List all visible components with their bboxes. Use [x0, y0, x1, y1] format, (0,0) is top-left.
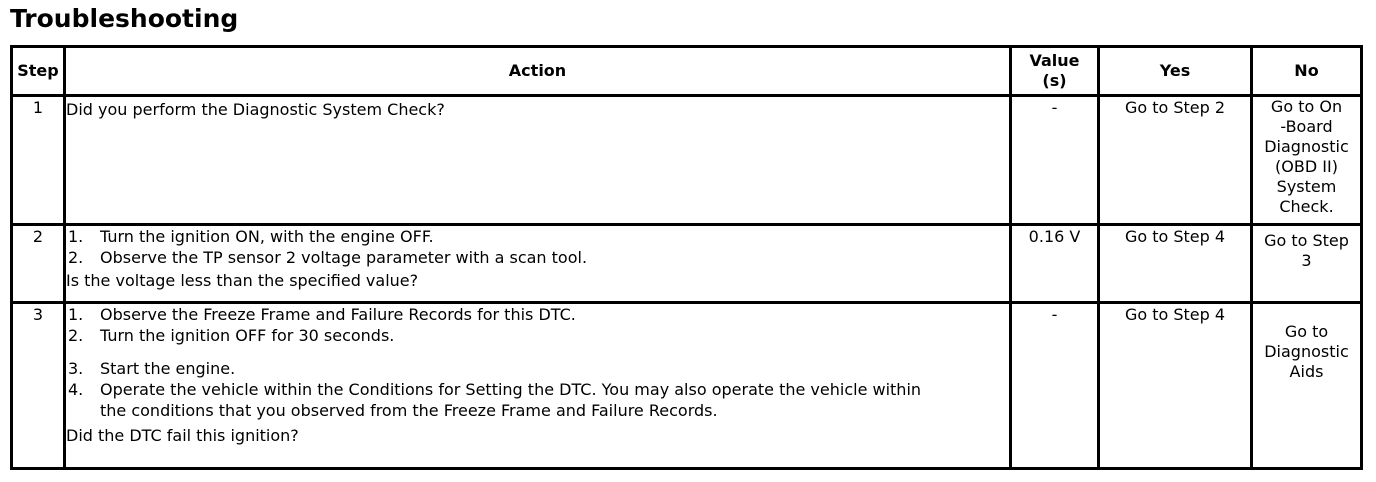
action-step: 2. Turn the ignition OFF for 30 seconds. — [66, 325, 1009, 346]
no-line: Diagnostic — [1264, 342, 1349, 361]
no-line: 3 — [1301, 251, 1312, 270]
action-steps: 1. Turn the ignition ON, with the engine… — [66, 226, 1009, 268]
yes-cell: Go to Step 4 — [1097, 301, 1253, 470]
no-line: Check. — [1279, 197, 1334, 216]
action-cell: Did you perform the Diagnostic System Ch… — [63, 94, 1012, 226]
no-line: Aids — [1289, 362, 1324, 381]
yes-cell: Go to Step 2 — [1097, 94, 1253, 226]
step-number: 3 — [10, 301, 66, 470]
value-cell: 0.16 V — [1009, 223, 1100, 304]
header-no: No — [1250, 45, 1363, 97]
header-value: Value (s) — [1009, 45, 1100, 97]
action-step-number: 3. — [68, 359, 84, 378]
no-line: -Board — [1280, 117, 1333, 136]
page-title: Troubleshooting — [10, 4, 239, 33]
no-line: Go to Step — [1264, 231, 1349, 250]
table-row: 2 1. Turn the ignition ON, with the engi… — [10, 223, 1363, 304]
action-step: 1. Turn the ignition ON, with the engine… — [66, 226, 1009, 247]
action-step: 4. Operate the vehicle within the Condit… — [66, 379, 1009, 421]
action-step-text: Turn the ignition ON, with the engine OF… — [100, 227, 434, 246]
table-row: 1 Did you perform the Diagnostic System … — [10, 94, 1363, 226]
action-step: 2. Observe the TP sensor 2 voltage param… — [66, 247, 1009, 268]
no-line: Go to — [1284, 322, 1329, 341]
action-step-text: Observe the TP sensor 2 voltage paramete… — [100, 248, 588, 267]
no-line: System — [1276, 177, 1337, 196]
table-header-row: Step Action Value (s) Yes No — [10, 45, 1363, 97]
table-row: 3 1. Observe the Freeze Frame and Failur… — [10, 301, 1363, 470]
value-cell: - — [1009, 94, 1100, 226]
action-step-number: 2. — [68, 248, 84, 267]
action-question: Did you perform the Diagnostic System Ch… — [66, 100, 445, 119]
no-line: (OBD II) — [1275, 157, 1338, 176]
action-question: Did the DTC fail this ignition? — [66, 426, 299, 445]
header-action: Action — [63, 45, 1012, 97]
action-step-text: Start the engine. — [100, 359, 236, 378]
action-step-number: 2. — [68, 326, 84, 345]
action-step: 3. Start the engine. — [66, 358, 1009, 379]
step-number: 2 — [10, 223, 66, 304]
header-yes: Yes — [1097, 45, 1253, 97]
no-cell: Go to On -Board Diagnostic (OBD II) Syst… — [1250, 94, 1363, 226]
action-step-number: 1. — [68, 227, 84, 246]
action-step-number: 1. — [68, 305, 84, 324]
action-step-text: Turn the ignition OFF for 30 seconds. — [100, 326, 395, 345]
action-step-text: Operate the vehicle within the Condition… — [100, 380, 922, 420]
troubleshooting-table: Step Action Value (s) Yes No 1 Did you p… — [10, 45, 1363, 470]
step-number: 1 — [10, 94, 66, 226]
header-value-line2: (s) — [1042, 71, 1067, 90]
header-value-line1: Value — [1029, 51, 1080, 70]
header-step: Step — [10, 45, 66, 97]
action-step-text: Observe the Freeze Frame and Failure Rec… — [100, 305, 576, 324]
action-steps: 1. Observe the Freeze Frame and Failure … — [66, 304, 1009, 421]
action-step: 1. Observe the Freeze Frame and Failure … — [66, 304, 1009, 325]
action-question: Is the voltage less than the specified v… — [66, 271, 419, 290]
value-cell: - — [1009, 301, 1100, 470]
no-line: Go to On — [1270, 97, 1343, 116]
no-cell: Go to Diagnostic Aids — [1250, 301, 1363, 470]
no-line: Diagnostic — [1264, 137, 1349, 156]
yes-cell: Go to Step 4 — [1097, 223, 1253, 304]
action-cell: 1. Observe the Freeze Frame and Failure … — [63, 301, 1012, 470]
action-cell: 1. Turn the ignition ON, with the engine… — [63, 223, 1012, 304]
action-step-number: 4. — [68, 380, 84, 399]
no-cell: Go to Step 3 — [1250, 223, 1363, 304]
